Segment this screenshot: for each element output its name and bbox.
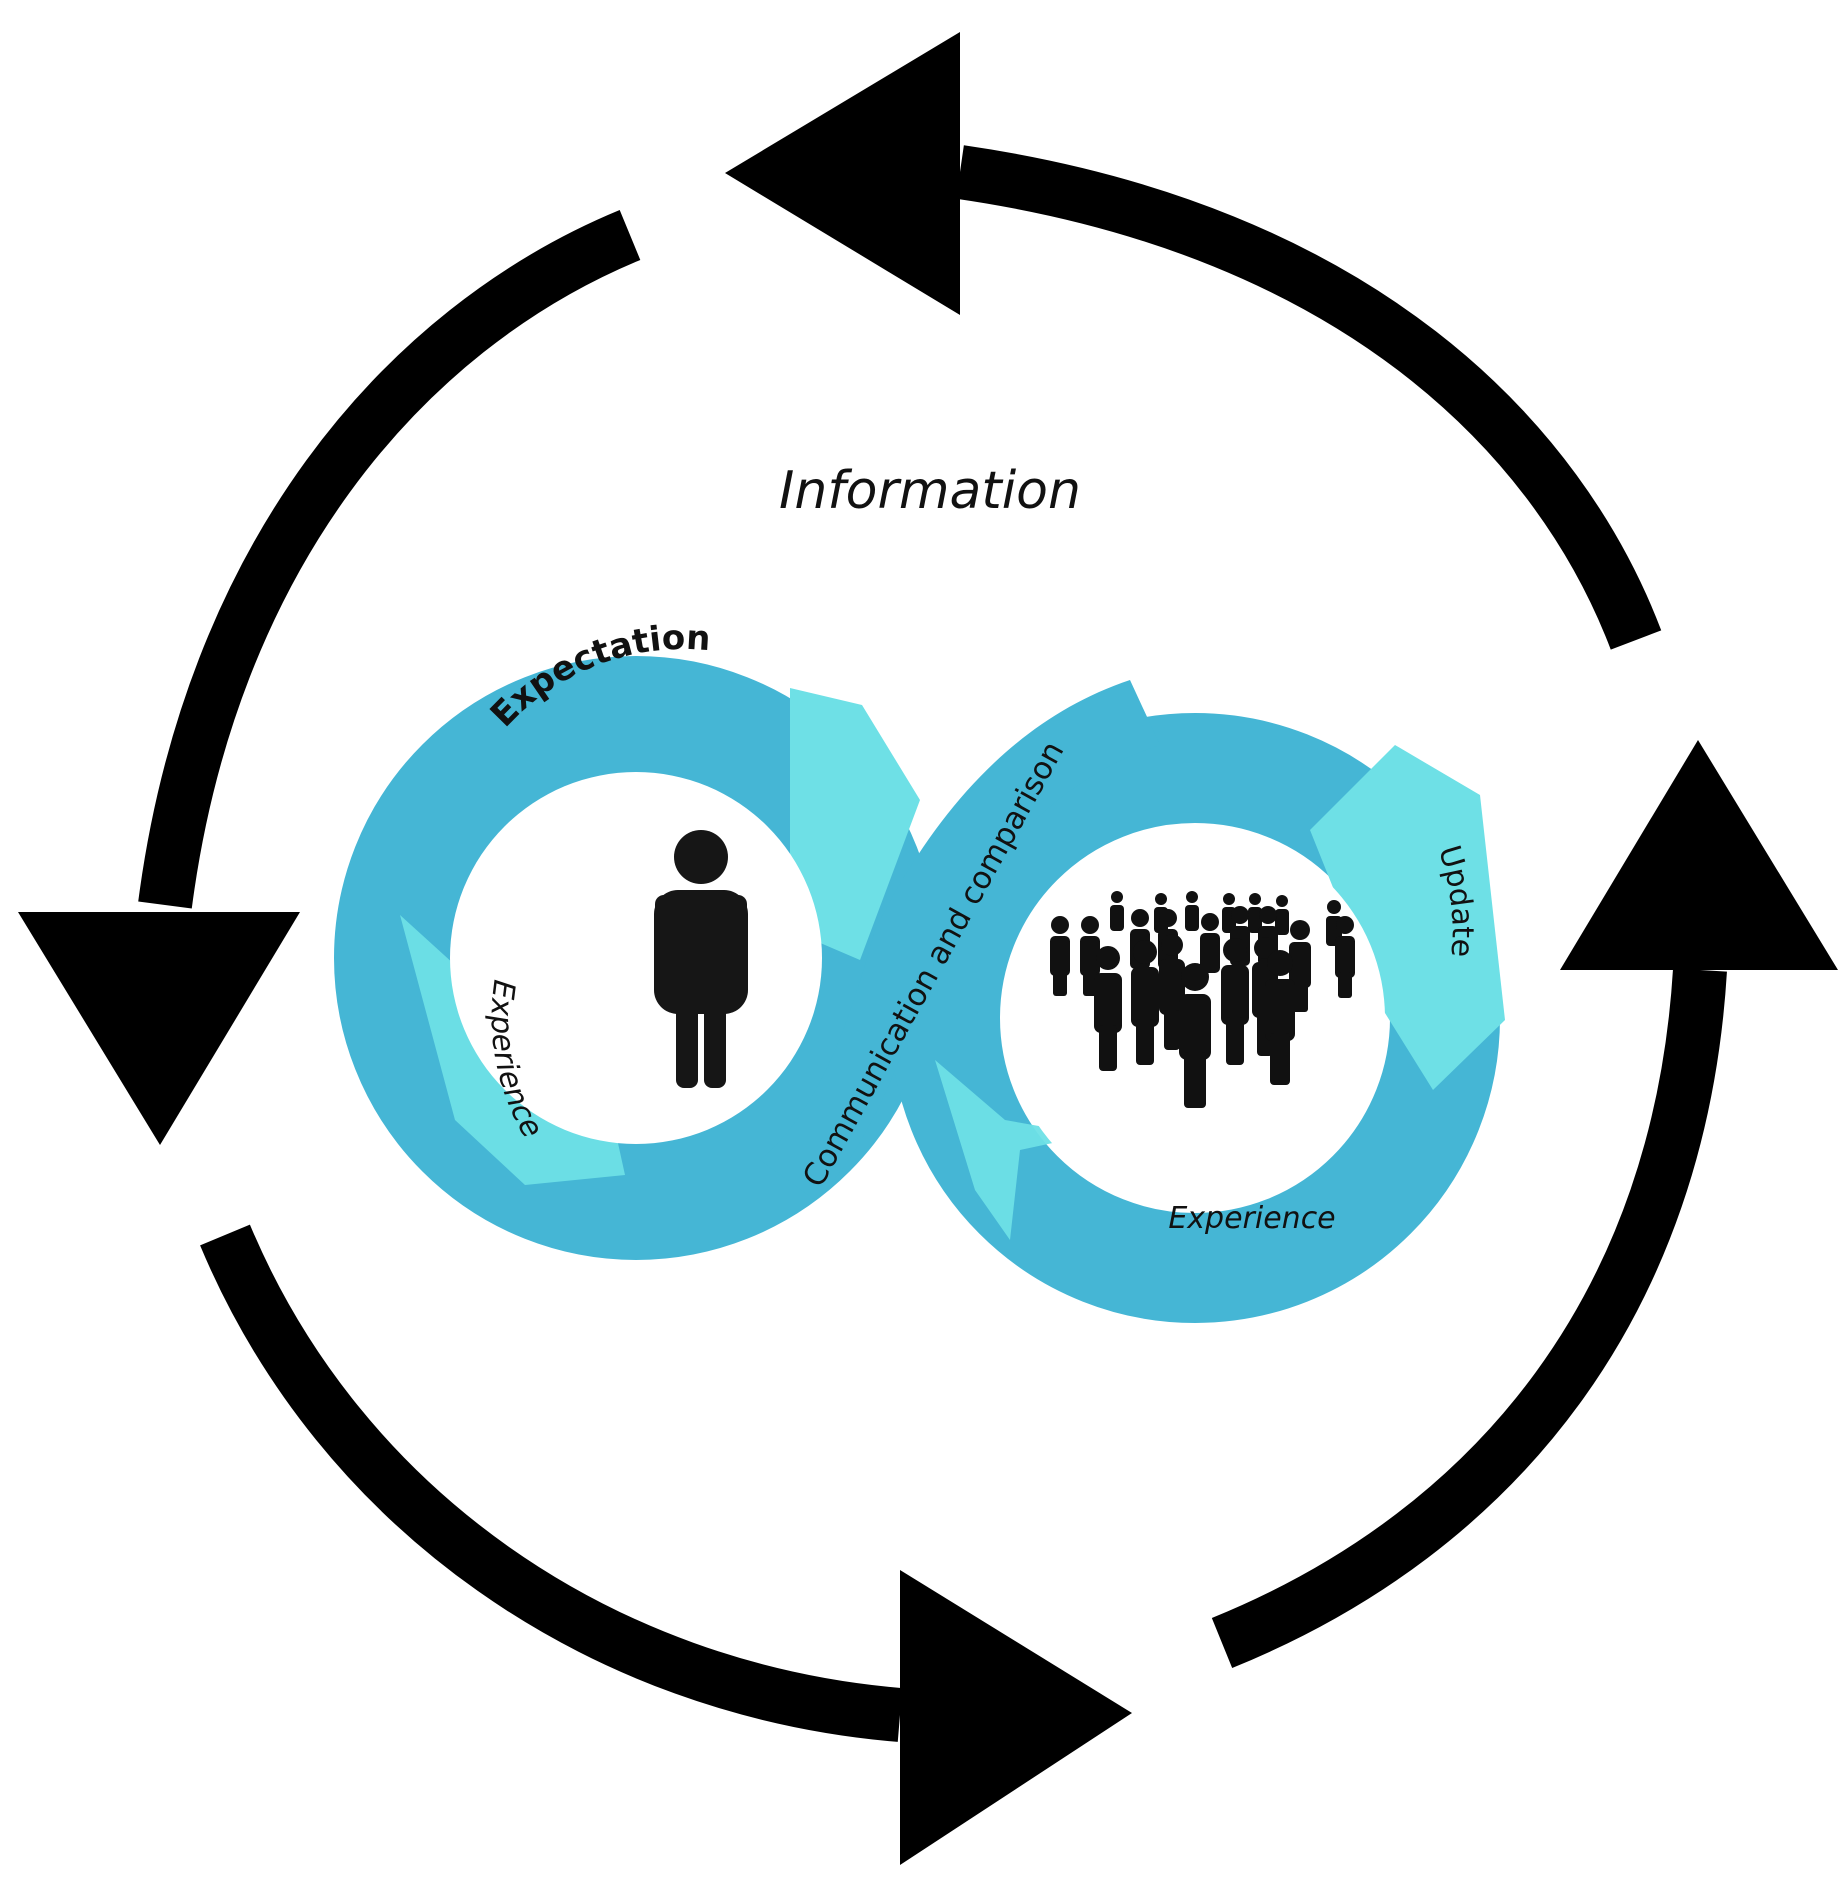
crowd-icon	[1050, 891, 1355, 1108]
cycle-arrow-right	[1211, 740, 1838, 1669]
right-experience-label: Experience	[1168, 1201, 1335, 1236]
right-ring	[890, 713, 1505, 1323]
outer-cycle	[18, 32, 1838, 1865]
infinity-loop	[334, 656, 1505, 1323]
crossing-band	[760, 680, 1160, 1200]
cycle-arrow-top	[725, 32, 1662, 650]
information-label: Information	[779, 461, 1081, 521]
person-icon	[654, 830, 748, 1088]
cycle-arrow-bottom	[200, 1224, 1132, 1865]
cycle-arrow-left	[18, 210, 641, 1145]
